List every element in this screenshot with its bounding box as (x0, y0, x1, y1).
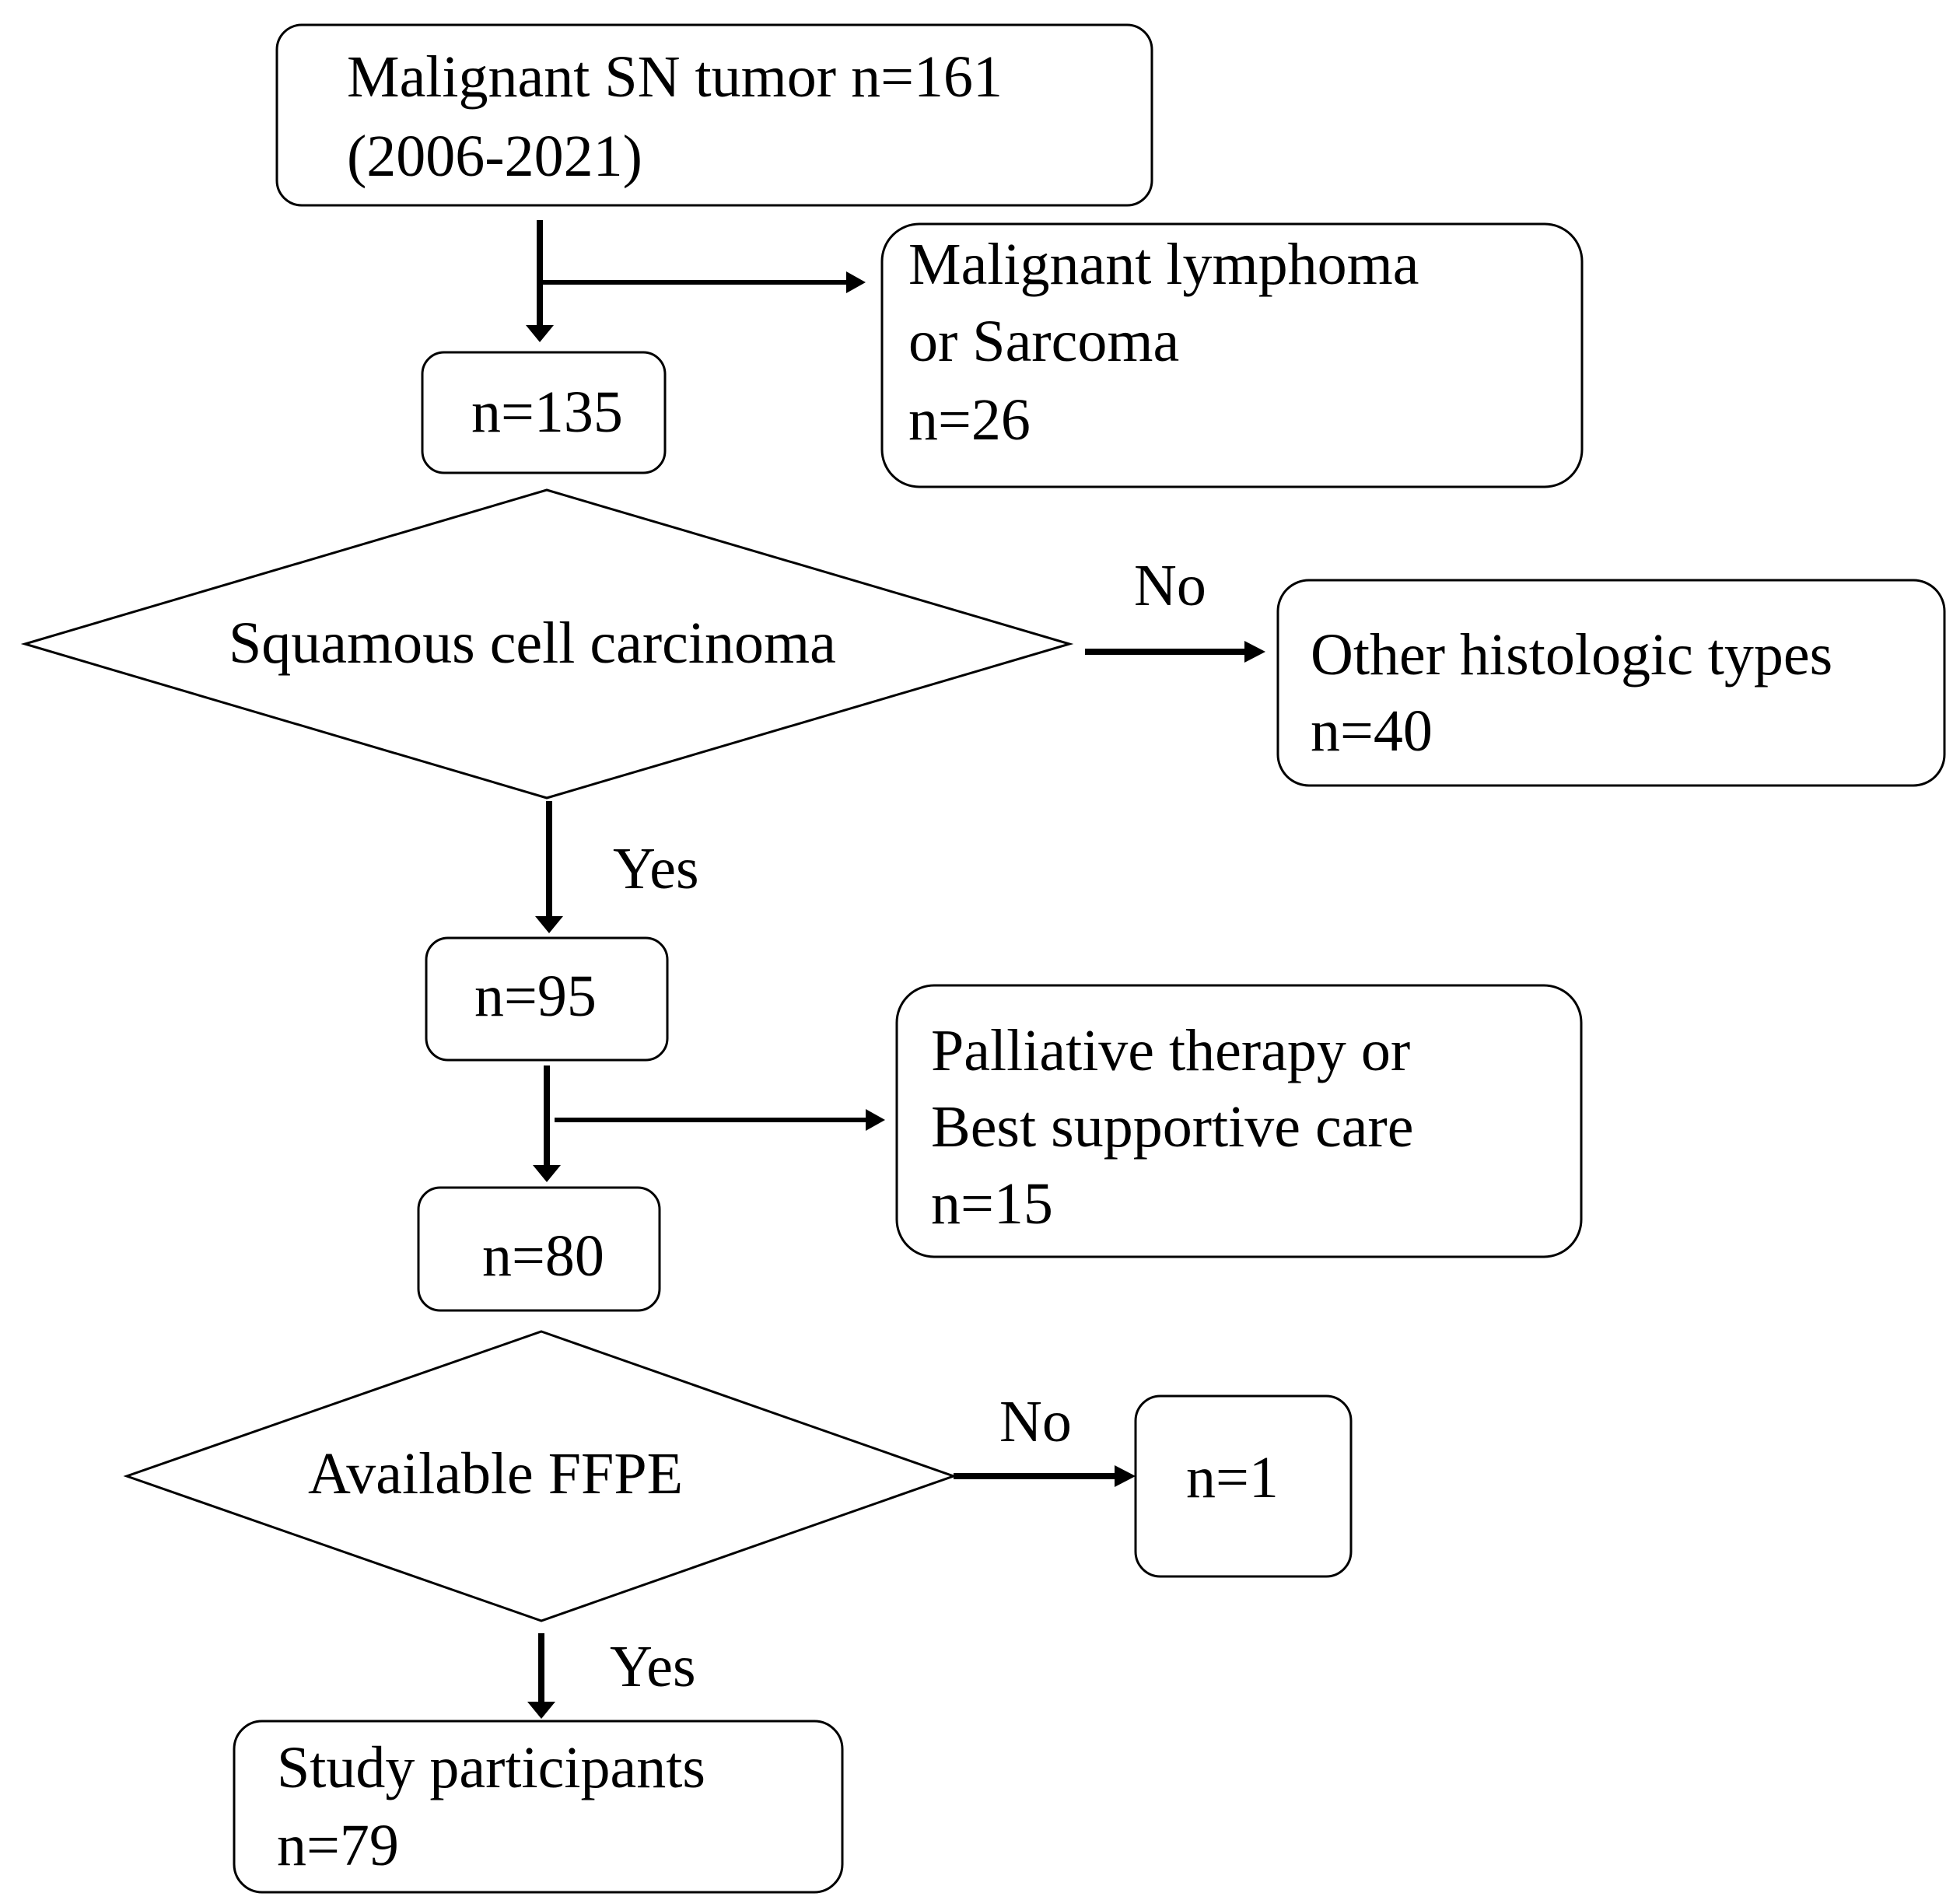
excluded-ffpe-box: n=1 (1134, 1394, 1353, 1578)
edge-ffpe-yes-label: Yes (610, 1634, 696, 1699)
palliative-line3: n=15 (931, 1171, 1053, 1237)
arrowhead-n135 (526, 325, 554, 342)
edge-scc-no-label: No (1134, 553, 1206, 618)
arrowhead-other (1244, 641, 1265, 663)
arrowhead-n80 (533, 1165, 561, 1182)
n95-box: n=95 (425, 936, 669, 1062)
excluded-lymphoma-box: Malignant lymphoma or Sarcoma n=26 (880, 222, 1584, 488)
arrowhead-lymphoma (846, 271, 866, 293)
n135-box: n=135 (421, 351, 667, 474)
lymphoma-line3: n=26 (908, 387, 1031, 453)
edge-scc-yes-label: Yes (613, 836, 699, 901)
arrowhead-n1 (1115, 1465, 1136, 1487)
decision-ffpe: Available FFPE (123, 1330, 957, 1622)
palliative-line2: Best supportive care (931, 1094, 1413, 1160)
decision-scc-label: Squamous cell carcinoma (229, 611, 836, 676)
start-box: Malignant SN tumor n=161 (2006-2021) (275, 23, 1153, 207)
final-line2: n=79 (277, 1813, 399, 1878)
arrowhead-final (527, 1702, 555, 1719)
edge-ffpe-no-label: No (999, 1389, 1072, 1454)
decision-scc: Squamous cell carcinoma (20, 488, 1074, 800)
n80-box: n=80 (417, 1186, 661, 1312)
final-line1: Study participants (277, 1735, 705, 1800)
n80-label: n=80 (482, 1223, 604, 1289)
n1-label: n=1 (1186, 1445, 1279, 1510)
arrowhead-palliative (866, 1109, 885, 1131)
other-line1: Other histologic types (1311, 622, 1832, 688)
excluded-palliative-box: Palliative therapy or Best supportive ca… (895, 984, 1583, 1258)
palliative-line1: Palliative therapy or (931, 1018, 1410, 1083)
excluded-other-box: Other histologic types n=40 (1276, 579, 1946, 787)
arrowhead-n95 (535, 916, 563, 933)
lymphoma-line1: Malignant lymphoma (908, 232, 1419, 297)
n135-label: n=135 (471, 380, 623, 445)
other-line2: n=40 (1311, 698, 1433, 764)
lymphoma-line2: or Sarcoma (908, 309, 1179, 374)
start-line1: Malignant SN tumor n=161 (347, 44, 1003, 110)
final-box: Study participants n=79 (233, 1720, 844, 1894)
start-line2: (2006-2021) (347, 124, 642, 189)
n95-label: n=95 (474, 964, 597, 1029)
decision-ffpe-label: Available FFPE (308, 1441, 683, 1506)
